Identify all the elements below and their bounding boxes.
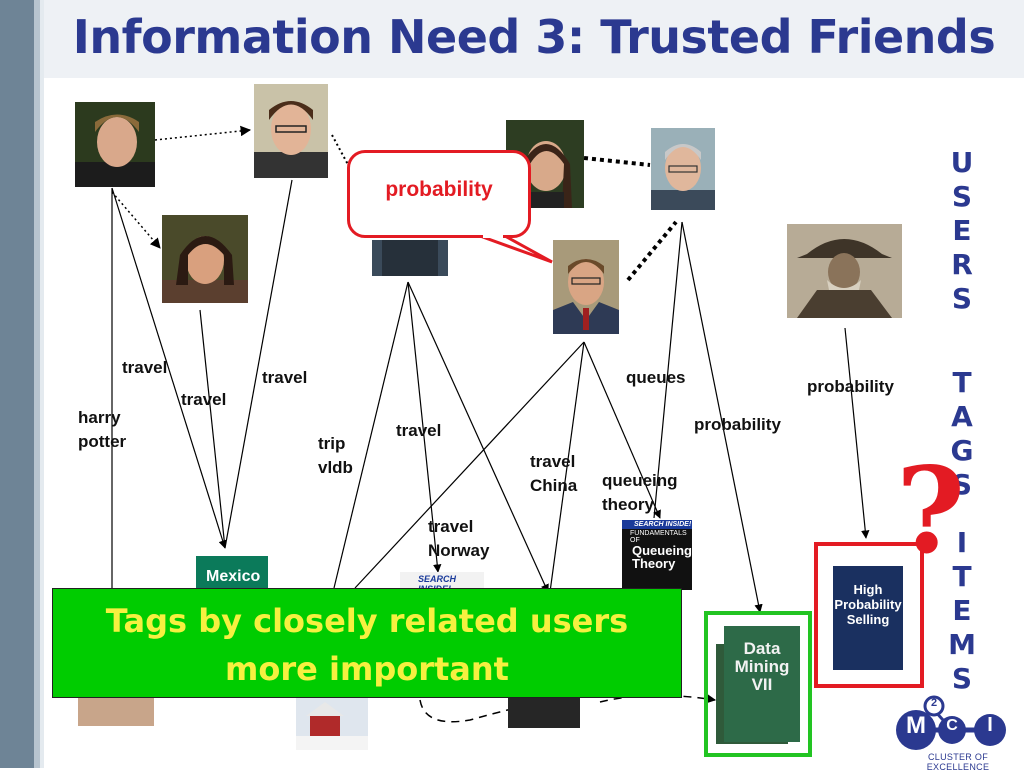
user-photo-2-image [254, 84, 328, 178]
logo-m: M [906, 712, 926, 739]
recommendation-curve [419, 695, 715, 723]
user-photo-6 [651, 128, 715, 210]
book-data-mining-title: Data Mining VII [734, 639, 790, 694]
tags-letter: A [951, 400, 973, 433]
book-search-inside-1: SEARCH INSIDE! [400, 572, 484, 590]
book-queueing-theory-title: Queueing Theory [632, 543, 692, 571]
tag-travel-3: travel [181, 390, 227, 409]
tags-letter: G [950, 434, 974, 467]
items-letter: S [951, 662, 973, 695]
logo-two: 2 [930, 697, 938, 709]
user-photo-6-image [651, 128, 715, 210]
book-high-probability-title: High Probability Selling [834, 582, 902, 627]
user-photo-3 [162, 215, 248, 303]
tags-label: T A G S [944, 366, 980, 502]
tag-travel-norway: travel Norway [428, 517, 490, 560]
m2ci-logo [896, 695, 1006, 750]
sidebar-bar [0, 0, 34, 768]
book-search-inside-2-label: SEARCH INSIDE! [622, 520, 692, 529]
book-dark-item [508, 698, 580, 728]
items-letter: E [952, 594, 972, 627]
book-search-inside-1-label: SEARCH INSIDE! [418, 574, 457, 590]
book-house-image [296, 702, 368, 750]
logo-caption: CLUSTER OF EXCELLENCE [926, 752, 990, 772]
sidebar-bar-light [34, 0, 40, 768]
tag-trip-vldb: trip vldb [318, 434, 353, 477]
tag-travel-4: travel [396, 421, 442, 440]
tag-travel-2: travel [262, 368, 308, 387]
user-photo-8 [787, 224, 902, 318]
question-mark: ? [896, 441, 966, 580]
tag-harry-potter: harry potter [78, 408, 127, 451]
tag-travel-china: travel China [530, 452, 578, 495]
book-mexico-title: Mexico [206, 568, 261, 585]
speech-bubble-text: probability [385, 178, 493, 201]
users-letter: S [951, 282, 973, 315]
banner-line-1: Tags by closely related users [105, 602, 629, 640]
user-photo-3-image [162, 215, 248, 303]
book-queueing-theory: SEARCH INSIDE! FUNDAMENTALS OF Queueing … [622, 520, 692, 590]
book-data-mining: Data Mining VII [724, 626, 800, 742]
user-photo-7 [553, 240, 619, 334]
user-photo-1 [75, 102, 155, 187]
logo-c: C [946, 717, 958, 734]
book-house-item [296, 698, 368, 750]
book-high-probability: High Probability Selling [833, 566, 903, 670]
user-photo-4-image [372, 240, 448, 276]
users-letter: R [951, 248, 973, 281]
tag-queueing-theory: queueing theory [602, 471, 678, 514]
title-band [44, 0, 1024, 78]
slide-title: Information Need 3: Trusted Friends [72, 10, 996, 64]
highlight-banner [52, 588, 682, 698]
banner-line-2: more important [225, 650, 509, 688]
sidebar-bar-lighter [40, 0, 44, 768]
user-photo-2 [254, 84, 328, 178]
user-photo-7-image [553, 240, 619, 334]
tags-letter: T [952, 366, 972, 399]
book-fundamentals-label: FUNDAMENTALS OF [630, 530, 687, 544]
highlight-green-box [704, 611, 812, 757]
speech-bubble [347, 150, 531, 238]
items-letter: M [948, 628, 976, 661]
tags-letter: S [951, 468, 973, 501]
logo-i: I [987, 714, 993, 736]
users-letter: S [951, 180, 973, 213]
user-photo-4 [372, 240, 448, 276]
user-photo-1-image [75, 102, 155, 187]
book-item-left [78, 696, 154, 726]
book-mexico: Mexico [196, 556, 268, 590]
users-letter: U [950, 146, 974, 179]
users-letter: E [952, 214, 972, 247]
items-letter: I [956, 526, 968, 559]
tag-probability-1: probability [694, 415, 781, 434]
user-photo-8-image [787, 224, 902, 318]
tag-queues: queues [626, 368, 686, 387]
users-label: U S E R S [944, 146, 980, 316]
items-letter: T [952, 560, 972, 593]
tag-probability-2: probability [807, 377, 894, 396]
items-label: I T E M S [944, 526, 980, 696]
tag-links [111, 179, 870, 613]
tag-travel-1: travel [122, 358, 168, 377]
highlight-red-box [814, 542, 924, 688]
